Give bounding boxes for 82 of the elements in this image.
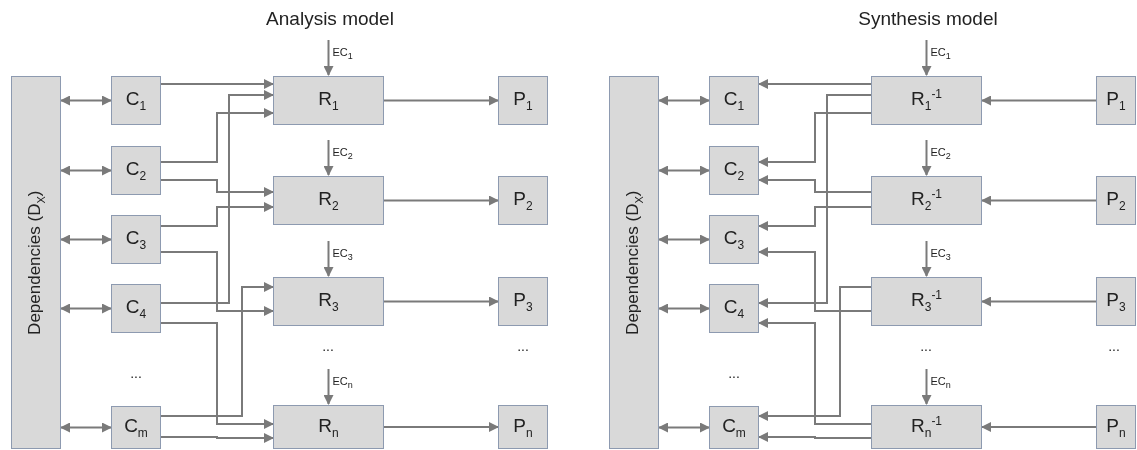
edge-label: EC$_{3}$ (930, 247, 951, 263)
arrow (758, 175, 872, 193)
arrow (160, 322, 274, 429)
component-box: C$_{m}$ (709, 406, 759, 449)
component-box: C$_{3}$ (709, 215, 759, 264)
panel-title: Synthesis model (858, 8, 998, 30)
arrow (658, 303, 710, 314)
arrow (323, 39, 334, 76)
property-box: P$_{n}$ (1096, 405, 1136, 449)
component-box: C$_{1}$ (111, 76, 161, 125)
property-box: P$_{3}$ (498, 277, 548, 326)
relation-box: R$_{n}$ (273, 405, 384, 449)
arrow (921, 368, 932, 405)
arrow (60, 95, 112, 106)
relation-box: R$_{3}$ (273, 277, 384, 326)
property-box: P$_{2}$ (1096, 176, 1136, 225)
arrow (921, 139, 932, 176)
arrow (921, 240, 932, 277)
arrow (758, 94, 872, 308)
arrow (758, 112, 872, 167)
arrow (160, 282, 274, 417)
arrow (160, 108, 274, 163)
arrow (160, 433, 274, 443)
arrow (160, 79, 274, 89)
edge-label: EC$_{n}$ (930, 375, 951, 391)
arrow (383, 195, 499, 206)
edge-label: EC$_{2}$ (930, 146, 951, 162)
property-box: P$_{n}$ (498, 405, 548, 449)
arrow (658, 234, 710, 245)
arrow (383, 95, 499, 106)
component-box: C$_{m}$ (111, 406, 161, 449)
property-box: P$_{3}$ (1096, 277, 1136, 326)
edge-label: EC$_{1}$ (930, 46, 951, 62)
edge-label: EC$_{3}$ (332, 247, 353, 263)
arrow (160, 90, 274, 304)
arrow (981, 195, 1097, 206)
arrow (981, 296, 1097, 307)
component-box: C$_{4}$ (111, 284, 161, 333)
edge-label: EC$_{2}$ (332, 146, 353, 162)
ellipsis: ... (920, 338, 932, 354)
arrow (758, 79, 872, 89)
arrow (758, 318, 872, 425)
property-box: P$_{2}$ (498, 176, 548, 225)
relation-box: R$_{1}$ (273, 76, 384, 125)
arrow (323, 240, 334, 277)
edge-label: EC$_{n}$ (332, 375, 353, 391)
component-box: C$_{2}$ (709, 146, 759, 195)
ellipsis: ... (322, 338, 334, 354)
arrow (981, 95, 1097, 106)
arrow (60, 165, 112, 176)
arrow (323, 139, 334, 176)
panel-title: Analysis model (266, 8, 394, 30)
arrow (160, 251, 274, 316)
relation-box: R$_{2}$ (273, 176, 384, 225)
arrow (160, 179, 274, 197)
arrow (60, 234, 112, 245)
arrow (658, 165, 710, 176)
arrow (323, 368, 334, 405)
ellipsis: ... (728, 365, 740, 381)
property-box: P$_{1}$ (498, 76, 548, 125)
component-box: C$_{4}$ (709, 284, 759, 333)
ellipsis: ... (130, 365, 142, 381)
ellipsis: ... (1108, 338, 1120, 354)
component-box: C$_{3}$ (111, 215, 161, 264)
arrow (383, 296, 499, 307)
arrow (160, 202, 274, 227)
arrow (383, 422, 499, 432)
arrow (60, 422, 112, 433)
edge-label: EC$_{1}$ (332, 46, 353, 62)
arrow (758, 286, 872, 421)
component-box: C$_{2}$ (111, 146, 161, 195)
arrow (758, 206, 872, 231)
arrow (921, 39, 932, 76)
arrow (60, 303, 112, 314)
component-box: C$_{1}$ (709, 76, 759, 125)
arrow (758, 432, 872, 442)
arrow (981, 422, 1097, 432)
arrow (658, 422, 710, 433)
ellipsis: ... (517, 338, 529, 354)
arrow (758, 247, 872, 312)
property-box: P$_{1}$ (1096, 76, 1136, 125)
arrow (658, 95, 710, 106)
